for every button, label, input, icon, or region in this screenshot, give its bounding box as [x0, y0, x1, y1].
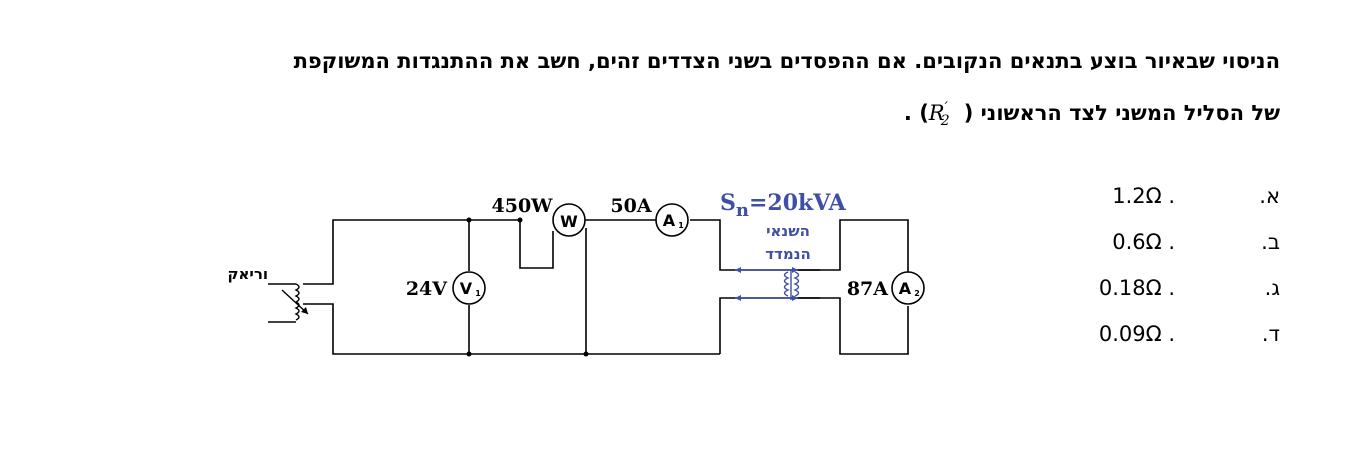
rating-label: Sn=20kVA	[720, 190, 847, 221]
junction-dot	[583, 351, 589, 357]
question-line-2-prefix: של הסליל המשני לצד הראשוני (	[963, 101, 1280, 125]
ammeter2-index: 2	[914, 289, 920, 298]
wire-secondary-bottom	[797, 297, 909, 355]
junction-dots	[466, 217, 589, 357]
wattmeter-current-coil	[519, 220, 554, 269]
transformer-label-1: השנאי	[766, 222, 810, 240]
wire-bottom	[303, 303, 720, 355]
symbol-base: R	[928, 101, 945, 125]
symbol-prime: ′	[944, 100, 948, 116]
voltmeter-letter: V	[460, 279, 473, 298]
answer-value: 0.6Ω .	[1112, 230, 1175, 254]
secondary-coil	[793, 271, 800, 297]
answer-options: א. 1.2Ω . ב. 0.6Ω . ג. 0.18Ω . ד. 0.09Ω …	[1020, 178, 1280, 362]
question-text: הניסוי שבאיור בוצע בתנאים הנקובים. אם הה…	[180, 38, 1280, 145]
reflected-resistance-symbol: R′2	[928, 100, 957, 129]
answer-option-a[interactable]: א. 1.2Ω .	[1020, 178, 1280, 224]
rating-symbol: S	[720, 190, 736, 216]
answer-value: 0.18Ω .	[1098, 276, 1175, 300]
variac-icon: וריאק	[227, 265, 309, 323]
answer-option-c[interactable]: ג. 0.18Ω .	[1020, 270, 1280, 316]
circuit-wires	[303, 219, 909, 355]
voltage-reading: 24V	[406, 278, 448, 300]
answer-letter: א.	[1259, 184, 1280, 208]
answer-value: 1.2Ω .	[1112, 184, 1175, 208]
junction-dot	[517, 217, 523, 223]
variac-label: וריאק	[227, 265, 268, 283]
transformer-label-2: הנמדד	[765, 245, 811, 263]
answer-value: 0.09Ω .	[1098, 322, 1175, 346]
answer-letter: ב.	[1261, 230, 1280, 254]
ammeter2-letter: A	[899, 279, 912, 298]
answer-option-b[interactable]: ב. 0.6Ω .	[1020, 224, 1280, 270]
current1-reading: 50A	[610, 195, 651, 217]
junction-dot	[466, 351, 472, 357]
question-line-1: הניסוי שבאיור בוצע בתנאים הנקובים. אם הה…	[293, 49, 1280, 73]
answer-option-d[interactable]: ד. 0.09Ω .	[1020, 316, 1280, 362]
wire-secondary-top	[797, 219, 909, 272]
wire-primary-bottom	[719, 297, 820, 354]
ammeter1-letter: A	[663, 211, 676, 230]
voltmeter-v1: V 1	[452, 271, 486, 305]
ammeter-a2: A 2	[891, 271, 925, 305]
wire-left-top	[303, 219, 520, 285]
primary-coil	[783, 271, 790, 297]
power-reading: 450W	[492, 195, 554, 217]
wattmeter-w: W	[552, 203, 586, 237]
rating-sub: n	[736, 200, 749, 221]
question-line-2: של הסליל המשני לצד הראשוני ( R′2 ) .	[180, 85, 1280, 145]
answer-letter: ג.	[1264, 276, 1280, 300]
wattmeter-letter: W	[560, 212, 578, 231]
ammeter1-index: 1	[678, 221, 684, 230]
current2-reading: 87A	[847, 278, 888, 300]
symbol-sub: 2	[940, 113, 950, 130]
rating-value: =20kVA	[749, 190, 847, 216]
junction-dot	[466, 217, 472, 223]
ammeter-a1: A 1	[655, 203, 689, 237]
transformer-icon	[735, 267, 800, 301]
question-line-2-suffix: ) .	[903, 101, 929, 125]
voltmeter-index: 1	[475, 289, 481, 298]
answer-letter: ד.	[1261, 322, 1280, 346]
